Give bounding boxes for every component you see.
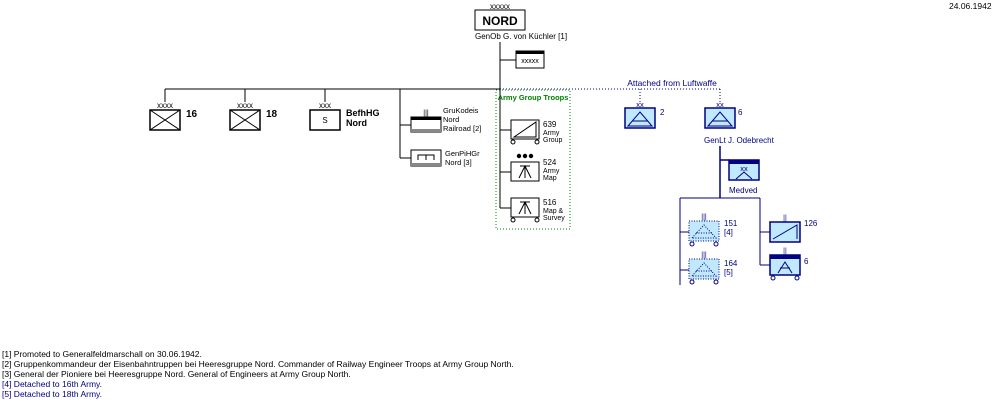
army-group-troops-title: Army Group Troops (498, 93, 569, 102)
hq-commander: GenOb G. von Küchler [1] (475, 32, 567, 41)
unit-151-note: [4] (724, 228, 733, 237)
befhhg-label-2: Nord (346, 118, 367, 128)
flak-battalion-6: || 6 (769, 248, 809, 281)
luftwaffe-title: Attached from Luftwaffe (627, 78, 717, 88)
luftwaffe-attachments: Attached from Luftwaffe xx 2 xx 6 GenLt … (500, 78, 818, 285)
unit-516-label: 516 (543, 198, 557, 207)
engineer-general-line2: Nord [3] (445, 158, 472, 167)
befhhg-echelon: xxx (319, 101, 331, 110)
signal-battalion-126: || 126 (769, 215, 818, 243)
army-16: xxxx 16 (149, 101, 198, 131)
rail-command-line3: Railroad [2] (443, 124, 481, 133)
unit-639-sub1: Army (543, 130, 560, 137)
unit-516-sub2: Survey (543, 215, 565, 222)
unit-151-label: 151 (724, 219, 738, 228)
army-group-troops: Army Group Troops 639 Army Group 524 Arm… (495, 89, 571, 230)
flak-2-label: 2 (660, 108, 665, 117)
troop-unit-524: 524 Army Map (510, 153, 560, 182)
troop-unit-516: 516 Map & Survey (510, 197, 565, 223)
medved: xx Medved (728, 159, 760, 195)
rail-command-echelon: ||| (423, 110, 429, 117)
unit-126-label: 126 (804, 219, 818, 228)
flak-6-echelon: xx (716, 100, 724, 109)
unit-524-label: 524 (543, 158, 557, 167)
footnote-1: [1] Promoted to Generalfeldmarschall on … (2, 349, 202, 359)
hq-name: NORD (482, 14, 518, 28)
army-16-echelon: xxxx (157, 101, 173, 110)
befhhg-label-1: BefhHG (346, 108, 380, 118)
footnote-5: [5] Detached to 18th Army. (2, 389, 103, 399)
engineer-general-line1: GenPiHGr (445, 149, 480, 158)
hq-echelon: xxxxx (490, 2, 510, 11)
footnote-3: [3] General der Pioniere bei Heeresgrupp… (2, 369, 351, 379)
hq-nord: xxxxx NORD GenOb G. von Küchler [1] (474, 2, 567, 41)
unit-164-note: [5] (724, 268, 733, 277)
medved-label: Medved (729, 186, 757, 195)
rail-command-line1: GruKodeis (443, 106, 479, 115)
footnote-4: [4] Detached to 16th Army. (2, 379, 103, 389)
rail-command-line2: Nord (443, 115, 459, 124)
hq-unit-symbol: xxxxx (515, 50, 545, 69)
flak-6-label: 6 (738, 108, 743, 117)
unit-639-sub2: Group (543, 137, 563, 144)
flak-corps-2: xx 2 (624, 100, 665, 129)
flak-regiment-164: ||| 164 [5] (688, 252, 738, 285)
unit-6-echelon: || (783, 248, 787, 255)
date-label: 24.06.1942 (949, 1, 992, 11)
army-18: xxxx 18 (229, 101, 278, 131)
rail-command: ||| GruKodeis Nord Railroad [2] (410, 106, 481, 133)
flak-regiment-151: ||| 151 [4] (688, 214, 738, 247)
troop-unit-639: 639 Army Group (510, 119, 563, 145)
befhhg-symbol: S (322, 116, 327, 125)
flak-6-commander: GenLt J. Odebrecht (704, 136, 775, 145)
unit-164-echelon: ||| (701, 252, 707, 259)
unit-126-echelon: || (783, 215, 787, 222)
footnote-2: [2] Gruppenkommandeur der Eisenbahntrupp… (2, 359, 514, 369)
hq-unit-echelon: xxxxx (521, 58, 539, 65)
unit-524-sub2: Map (543, 175, 557, 182)
unit-524-sub1: Army (543, 168, 560, 175)
unit-151-echelon: ||| (701, 214, 707, 221)
flak-2-echelon: xx (636, 100, 644, 109)
unit-164-label: 164 (724, 259, 738, 268)
army-16-label: 16 (186, 109, 198, 120)
engineer-general: GenPiHGr Nord [3] (410, 149, 480, 167)
army-18-echelon: xxxx (237, 101, 253, 110)
flak-corps-6: xx 6 GenLt J. Odebrecht (704, 100, 775, 145)
unit-6-label: 6 (804, 257, 809, 266)
unit-516-sub1: Map & (543, 208, 564, 215)
befhhg-nord: xxx S BefhHG Nord (309, 101, 380, 131)
medved-echelon: xx (740, 164, 748, 173)
unit-639-label: 639 (543, 120, 557, 129)
army-18-label: 18 (266, 109, 278, 120)
